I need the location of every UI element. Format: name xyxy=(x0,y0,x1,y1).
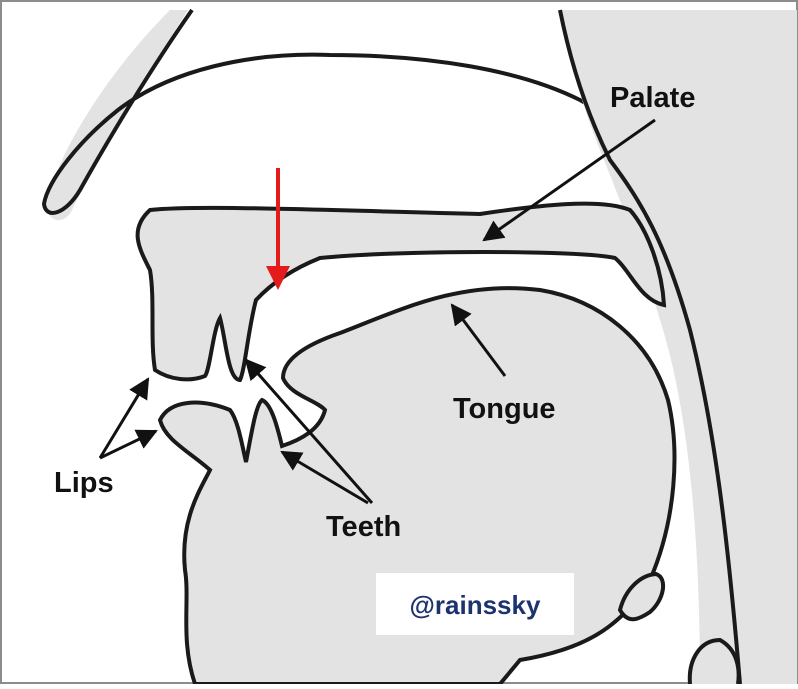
tongue-label: Tongue xyxy=(453,393,556,425)
lips-label: Lips xyxy=(54,467,114,499)
watermark-text: @rainssky xyxy=(410,590,541,620)
palate-label: Palate xyxy=(610,82,695,114)
teeth-label: Teeth xyxy=(326,511,401,543)
